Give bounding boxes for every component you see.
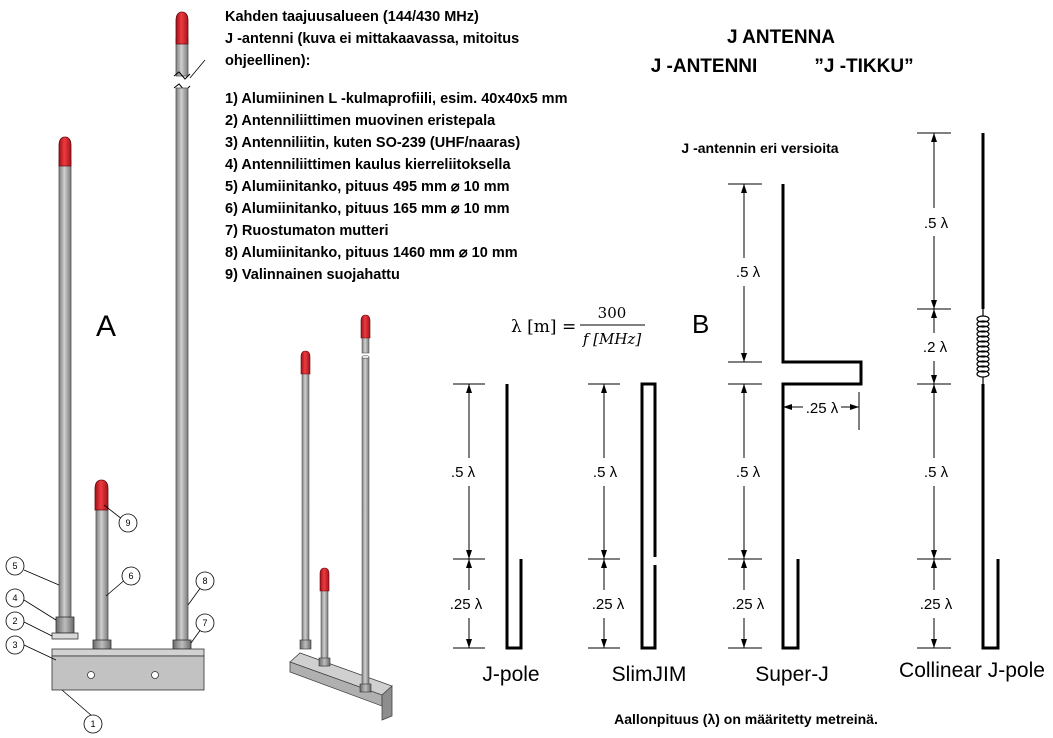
insulator-block — [51, 632, 79, 640]
collinear-j-element — [981, 384, 1000, 650]
super-j-element — [781, 184, 863, 650]
cap-rod-8 — [175, 11, 189, 45]
dim-half-superj-top: .5 λ — [736, 264, 761, 281]
cap-rod-5 — [58, 136, 72, 167]
formula-denominator: f [MHz] — [582, 330, 642, 348]
dim-quarter-superj: .25 λ — [732, 596, 765, 613]
header-title: J ANTENNA — [727, 27, 835, 48]
callout-1-label: 1 — [90, 719, 95, 729]
section-a-label: A — [96, 310, 116, 343]
callout-2-label: 2 — [12, 616, 17, 626]
description-title-line: ohjeellinen): — [225, 53, 311, 69]
assembly-perspective — [289, 314, 393, 721]
callout-3-label: 3 — [12, 640, 17, 650]
callout-5-label: 5 — [12, 561, 17, 571]
callout-6-label: 6 — [128, 571, 133, 581]
callout-8 — [195, 571, 215, 591]
l-profile-bracket — [51, 655, 205, 691]
part-item: 9) Valinnainen suojahattu — [225, 267, 400, 283]
dim-quarter-superj-stub: .25 λ — [806, 400, 839, 417]
callout-9-label: 9 — [125, 518, 130, 528]
part-item: 4) Antenniliittimen kaulus kierreliitoks… — [225, 157, 511, 173]
parts-description: Kahden taajuusalueen (144/430 MHz) J -an… — [225, 6, 625, 286]
callout-8-label: 8 — [202, 576, 207, 586]
dimension-lines — [453, 132, 951, 649]
connector-collar — [55, 616, 75, 634]
callout-6 — [121, 566, 141, 586]
dim-half-slimjim: .5 λ — [593, 464, 618, 481]
description-title-line: Kahden taajuusalueen (144/430 MHz) — [225, 9, 479, 25]
part-item: 2) Antenniliittimen muovinen eristepala — [225, 113, 496, 129]
name-collinear-j-pole: Collinear J-pole — [899, 659, 1045, 682]
dimension-arrows — [466, 133, 937, 648]
part-item: 6) Alumiinitanko, pituus 165 mm ⌀ 10 mm — [225, 201, 510, 217]
nut-7 — [172, 639, 192, 650]
rod-6 — [95, 504, 109, 644]
footer-note: Aallonpituus (λ) on määritetty metreinä. — [614, 711, 878, 727]
formula-numerator: 300 — [598, 304, 627, 322]
cap-rod-6 — [94, 479, 109, 511]
assembly-a: 5 4 2 3 6 9 8 7 1 A — [5, 11, 215, 734]
part-item: 5) Alumiinitanko, pituus 495 mm ⌀ 10 mm — [225, 179, 510, 195]
antenna-names: J-pole SlimJIM Super-J Collinear J-pole — [482, 659, 1045, 686]
callout-5 — [5, 556, 25, 576]
dim-half-jpole: .5 λ — [451, 464, 476, 481]
part-item: 7) Ruostumaton mutteri — [225, 223, 389, 239]
dim-quarter-slimjim: .25 λ — [592, 596, 625, 613]
rod-5 — [58, 159, 72, 619]
description-title-line: J -antenni (kuva ei mittakaavassa, mitoi… — [225, 31, 520, 47]
rod-8-lower — [175, 87, 189, 644]
dim-half-collinear-top: .5 λ — [924, 215, 949, 232]
dim-quarter-jpole: .25 λ — [450, 596, 483, 613]
phasing-coil — [976, 309, 990, 384]
section-b-label: B — [692, 309, 709, 339]
part-item: 8) Alumiinitanko, pituus 1460 mm ⌀ 10 mm — [225, 245, 518, 261]
formula-lhs: λ [m] = — [511, 317, 576, 337]
callout-1 — [83, 714, 103, 734]
j-pole-element — [505, 384, 523, 650]
callout-2 — [5, 611, 25, 631]
callout-9 — [118, 513, 138, 533]
dim-half-superj: .5 λ — [736, 464, 761, 481]
l-profile-top — [51, 648, 205, 657]
antenna-shapes — [505, 133, 1000, 650]
callout-4 — [5, 588, 25, 608]
dim-fifth-collinear: .2 λ — [923, 339, 948, 356]
name-slimjim: SlimJIM — [612, 663, 687, 686]
header-subtitle-left: J -ANTENNI — [651, 56, 758, 77]
dimension-labels: .5 λ .25 λ .5 λ .25 λ .5 λ .5 λ .25 λ .2… — [450, 215, 953, 613]
part-item: 3) Antenniliitin, kuten SO-239 (UHF/naar… — [225, 135, 521, 151]
callout-3 — [5, 635, 25, 655]
slimjim-element — [640, 382, 657, 650]
name-super-j: Super-J — [755, 663, 829, 686]
nut — [92, 639, 112, 650]
dim-quarter-collinear: .25 λ — [920, 596, 953, 613]
callout-7-label: 7 — [202, 618, 207, 628]
part-item: 1) Alumiininen L -kulmaprofiili, esim. 4… — [225, 91, 568, 107]
wavelength-formula: λ [m] = 300 f [MHz] — [511, 304, 645, 348]
versions-label: J -antennin eri versioita — [681, 140, 838, 156]
header-subtitle-right: ”J -TIKKU” — [814, 56, 913, 77]
name-j-pole: J-pole — [482, 663, 539, 686]
callout-4-label: 4 — [12, 593, 17, 603]
dim-half-collinear: .5 λ — [924, 464, 949, 481]
callout-7 — [195, 613, 215, 633]
